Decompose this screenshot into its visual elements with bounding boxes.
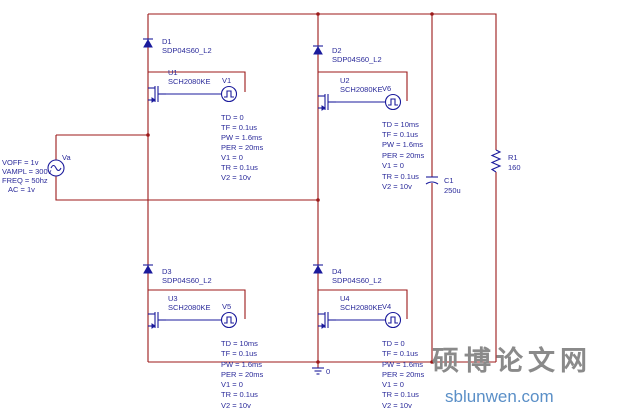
pulse-source-v1-params: TD = 0 TF = 0.1us PW = 1.6ms PER = 20ms … (221, 113, 264, 182)
pulse-source-v4-params: TD = 0 TF = 0.1us PW = 1.6ms PER = 20ms … (382, 339, 425, 410)
diode-d3-model: SDP04S60_L2 (162, 276, 212, 285)
pulse-source-v6-params: TD = 10ms TF = 0.1us PW = 1.6ms PER = 20… (382, 120, 425, 191)
svg-text:TD = 10ms: TD = 10ms (221, 339, 258, 348)
mosfet-u1-symbol[interactable] (148, 86, 222, 103)
svg-text:TD = 0: TD = 0 (221, 113, 244, 122)
junction-dot (316, 12, 320, 16)
svg-text:V1 = 0: V1 = 0 (382, 380, 404, 389)
capacitor-c1-value: 250u (444, 186, 461, 195)
svg-text:TF = 0.1us: TF = 0.1us (382, 349, 418, 358)
mosfet-u4-symbol[interactable] (318, 312, 386, 329)
ground-symbol[interactable] (312, 367, 324, 375)
svg-text:PER = 20ms: PER = 20ms (221, 143, 264, 152)
pulse-source-v6-symbol[interactable] (384, 93, 402, 111)
svg-text:TF = 0.1us: TF = 0.1us (382, 130, 418, 139)
capacitor-c1-symbol[interactable] (425, 176, 439, 185)
diode-d1-ref: D1 (162, 37, 172, 46)
pulse-source-v1-ref: V1 (222, 76, 231, 85)
mosfet-u3-symbol[interactable] (148, 312, 222, 329)
diode-d1-symbol[interactable] (143, 38, 153, 48)
resistor-r1-symbol[interactable] (490, 149, 502, 173)
ground-label: 0 (326, 367, 330, 376)
svg-text:PW = 1.6ms: PW = 1.6ms (382, 360, 423, 369)
pulse-source-v5-ref: V5 (222, 302, 231, 311)
svg-text:PW = 1.6ms: PW = 1.6ms (221, 360, 262, 369)
svg-text:PER = 20ms: PER = 20ms (221, 370, 264, 379)
svg-text:V2 = 10v: V2 = 10v (221, 173, 251, 182)
wire-u1-loop (148, 71, 246, 92)
svg-text:TR = 0.1us: TR = 0.1us (221, 163, 258, 172)
diode-d2-symbol[interactable] (313, 45, 323, 55)
diode-d4-ref: D4 (332, 267, 342, 276)
resistor-r1-value: 160 (508, 163, 521, 172)
junction-dot (430, 12, 434, 16)
junction-dot (146, 133, 150, 137)
ac-source-va-ref: Va (62, 153, 71, 162)
svg-text:TF = 0.1us: TF = 0.1us (221, 123, 257, 132)
svg-text:VAMPL = 300v: VAMPL = 300v (2, 167, 52, 176)
diode-d2-model: SDP04S60_L2 (332, 55, 382, 64)
svg-text:TD = 10ms: TD = 10ms (382, 120, 419, 129)
mosfet-u2-symbol[interactable] (318, 94, 386, 111)
wire-u2-loop (318, 71, 408, 101)
junction-dot (316, 360, 320, 364)
svg-text:V1 = 0: V1 = 0 (382, 161, 404, 170)
svg-text:V2 = 10v: V2 = 10v (382, 182, 412, 191)
svg-text:V1 = 0: V1 = 0 (221, 380, 243, 389)
diode-d4-symbol[interactable] (313, 264, 323, 274)
svg-text:V2 = 10v: V2 = 10v (382, 401, 412, 410)
svg-text:TF = 0.1us: TF = 0.1us (221, 349, 257, 358)
pulse-source-v5-symbol[interactable] (220, 311, 238, 329)
mosfet-u2-model: SCH2080KE (340, 85, 383, 94)
pulse-source-v5-params: TD = 10ms TF = 0.1us PW = 1.6ms PER = 20… (221, 339, 264, 410)
mosfet-u3-ref: U3 (168, 294, 178, 303)
mosfet-u4-ref: U4 (340, 294, 350, 303)
wire-ac-to-right (55, 176, 318, 201)
diode-d3-ref: D3 (162, 267, 172, 276)
svg-text:AC = 1v: AC = 1v (8, 185, 35, 194)
wire-top-rail (148, 13, 497, 150)
wires (55, 13, 497, 368)
diode-d1-model: SDP04S60_L2 (162, 46, 212, 55)
diode-d2-ref: D2 (332, 46, 342, 55)
svg-text:TR = 0.1us: TR = 0.1us (382, 172, 419, 181)
junctions (146, 12, 434, 364)
svg-text:FREQ = 50hz: FREQ = 50hz (2, 176, 48, 185)
svg-text:PER = 20ms: PER = 20ms (382, 370, 425, 379)
resistor-r1-ref: R1 (508, 153, 518, 162)
svg-text:TD = 0: TD = 0 (382, 339, 405, 348)
svg-text:V2 = 10v: V2 = 10v (221, 401, 251, 410)
mosfet-u3-model: SCH2080KE (168, 303, 211, 312)
svg-text:V1 = 0: V1 = 0 (221, 153, 243, 162)
mosfet-u1-model: SCH2080KE (168, 77, 211, 86)
wire-u4-loop (318, 289, 408, 319)
ac-source-va-symbol[interactable] (47, 159, 65, 177)
junction-dot (430, 360, 434, 364)
pulse-source-v4-ref: V4 (382, 302, 391, 311)
svg-text:VOFF = 1v: VOFF = 1v (2, 158, 39, 167)
pulse-source-v4-symbol[interactable] (384, 311, 402, 329)
ac-source-va-params: VOFF = 1v VAMPL = 300v FREQ = 50hz AC = … (2, 158, 52, 194)
diode-d3-symbol[interactable] (143, 264, 153, 274)
mosfet-u2-ref: U2 (340, 76, 350, 85)
pulse-source-v1-symbol[interactable] (220, 85, 238, 103)
svg-text:PER = 20ms: PER = 20ms (382, 151, 425, 160)
svg-text:PW = 1.6ms: PW = 1.6ms (221, 133, 262, 142)
wire-u3-loop (148, 289, 246, 319)
capacitor-c1-ref: C1 (444, 176, 454, 185)
svg-text:TR = 0.1us: TR = 0.1us (382, 390, 419, 399)
junction-dot (316, 198, 320, 202)
svg-text:TR = 0.1us: TR = 0.1us (221, 390, 258, 399)
watermark-chinese: 硕博论文网 (432, 345, 592, 376)
mosfet-u1-ref: U1 (168, 68, 178, 77)
watermark-url: sblunwen.com (445, 387, 554, 406)
mosfet-u4-model: SCH2080KE (340, 303, 383, 312)
diode-d4-model: SDP04S60_L2 (332, 276, 382, 285)
svg-text:PW = 1.6ms: PW = 1.6ms (382, 140, 423, 149)
pulse-source-v6-ref: V6 (382, 84, 391, 93)
